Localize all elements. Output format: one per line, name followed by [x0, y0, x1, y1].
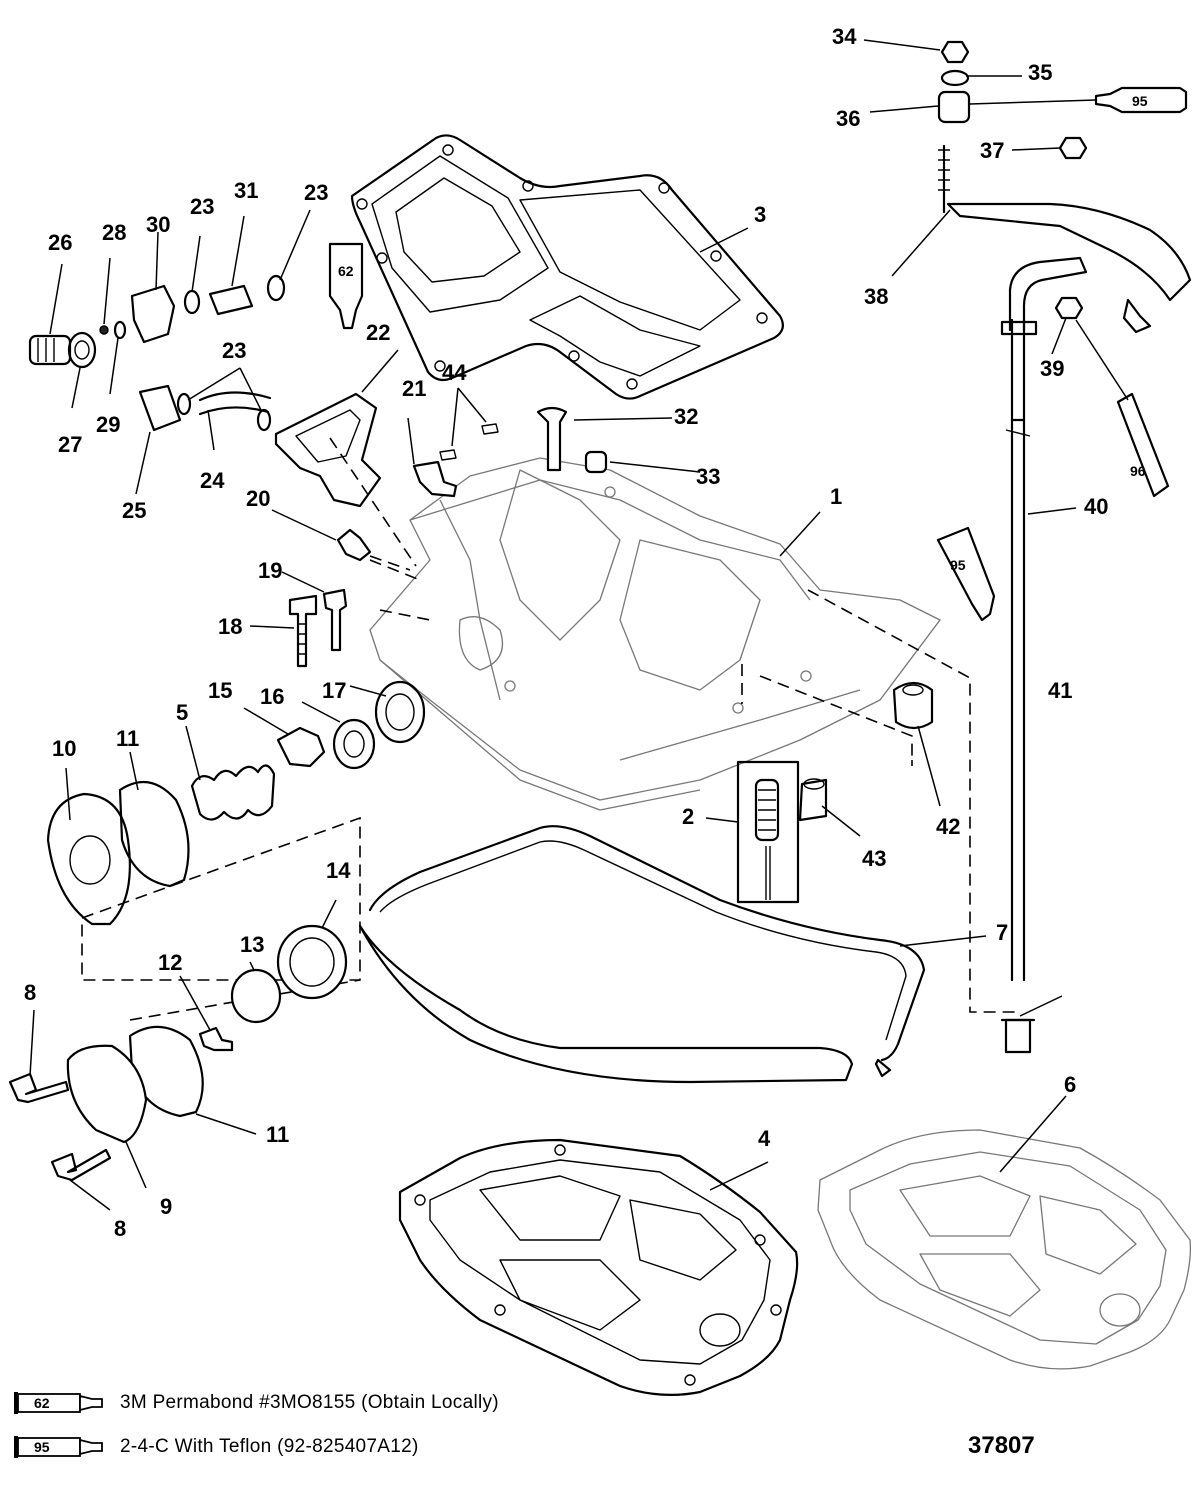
callout-7: 7 — [996, 920, 1008, 945]
alignment-dashes-plate — [369, 559, 1020, 1013]
tube-95-mid-code: 95 — [950, 557, 966, 573]
callout-39: 39 — [1040, 356, 1064, 381]
seal-7 — [358, 825, 926, 1084]
callout-28: 28 — [102, 220, 126, 245]
callout-33: 33 — [696, 464, 720, 489]
callout-26: 26 — [48, 230, 72, 255]
callout-2: 2 — [682, 804, 694, 829]
callout-6: 6 — [1064, 1072, 1076, 1097]
hardware-34-39 — [937, 40, 1088, 320]
callout-15: 15 — [208, 678, 232, 703]
callout-12: 12 — [158, 950, 182, 975]
callout-44: 44 — [442, 360, 467, 385]
callout-41: 41 — [1048, 678, 1072, 703]
callout-35: 35 — [1028, 60, 1052, 85]
callout-5: 5 — [176, 700, 188, 725]
callout-20: 20 — [246, 486, 270, 511]
callout-31: 31 — [234, 178, 258, 203]
callout-24: 24 — [200, 468, 225, 493]
callout-19: 19 — [258, 558, 282, 583]
callout-1: 1 — [830, 484, 842, 509]
callout-numbers: 1 2 3 4 5 6 7 8 8 9 10 11 11 12 13 14 15… — [24, 24, 1108, 1241]
callout-17: 17 — [322, 678, 346, 703]
callout-9: 9 — [160, 1194, 172, 1219]
callout-37: 37 — [980, 138, 1004, 163]
callout-18: 18 — [218, 614, 242, 639]
dipstick-assembly — [938, 144, 1192, 1054]
sealant-tube-96: 96 — [1116, 392, 1170, 498]
callout-29: 29 — [96, 412, 120, 437]
gasket-4 — [398, 1138, 799, 1396]
callout-13: 13 — [240, 932, 264, 957]
grommets-42-43 — [798, 681, 934, 822]
callout-14: 14 — [326, 858, 351, 883]
legend-row-95: 95 2-4-C With Teflon (92-825407A12) — [12, 1430, 419, 1464]
sealant-tube-95-top: 95 — [1094, 86, 1188, 114]
callout-16: 16 — [260, 684, 284, 709]
drawing-number: 37807 — [968, 1432, 1035, 1459]
callout-3: 3 — [754, 202, 766, 227]
callout-10: 10 — [52, 736, 76, 761]
gasket-6 — [817, 1129, 1192, 1370]
filter-2 — [736, 760, 800, 904]
sealant-tube-62: 62 — [328, 242, 364, 330]
adapter-plate-1 — [369, 457, 941, 811]
legend-text-62: 3M Permabond #3MO8155 (Obtain Locally) — [120, 1392, 499, 1413]
callout-36: 36 — [836, 106, 860, 131]
gasket-3-bolt-holes — [356, 144, 768, 390]
callout-8b: 8 — [114, 1216, 126, 1241]
sealant-tube-icon: 95 — [14, 1436, 103, 1458]
callout-27: 27 — [58, 432, 82, 457]
callout-8a: 8 — [24, 980, 36, 1005]
tube-95-top-code: 95 — [1132, 93, 1148, 109]
callout-23a: 23 — [190, 194, 214, 219]
callout-23b: 23 — [304, 180, 328, 205]
callout-42: 42 — [936, 814, 960, 839]
gasket-3 — [350, 134, 785, 400]
callout-30: 30 — [146, 212, 170, 237]
sealant-tube-95-mid: 95 — [936, 526, 996, 622]
parts-cluster-upper-left — [28, 274, 608, 562]
tube-96-code: 96 — [1130, 463, 1146, 479]
sealant-tube-icon: 62 — [14, 1392, 103, 1414]
legend-code-95: 95 — [34, 1439, 50, 1455]
parts-cluster-mid-left — [46, 588, 426, 926]
callout-4: 4 — [758, 1126, 771, 1151]
legend-row-62: 62 3M Permabond #3MO8155 (Obtain Locally… — [12, 1386, 499, 1420]
legend-text-95: 2-4-C With Teflon (92-825407A12) — [120, 1436, 419, 1457]
callout-21: 21 — [402, 376, 426, 401]
callout-38: 38 — [864, 284, 888, 309]
parts-cluster-lower-left — [8, 924, 348, 1182]
tube-62-code: 62 — [338, 263, 354, 279]
callout-43: 43 — [862, 846, 886, 871]
callout-22: 22 — [366, 320, 390, 345]
callout-23c: 23 — [222, 338, 246, 363]
leader-lines — [29, 39, 1129, 1211]
callout-25: 25 — [122, 498, 146, 523]
callout-34: 34 — [832, 24, 857, 49]
callout-40: 40 — [1084, 494, 1108, 519]
legend-code-62: 62 — [34, 1395, 50, 1411]
callout-11b: 11 — [266, 1122, 289, 1147]
callout-32: 32 — [674, 404, 698, 429]
callout-11a: 11 — [116, 726, 139, 751]
